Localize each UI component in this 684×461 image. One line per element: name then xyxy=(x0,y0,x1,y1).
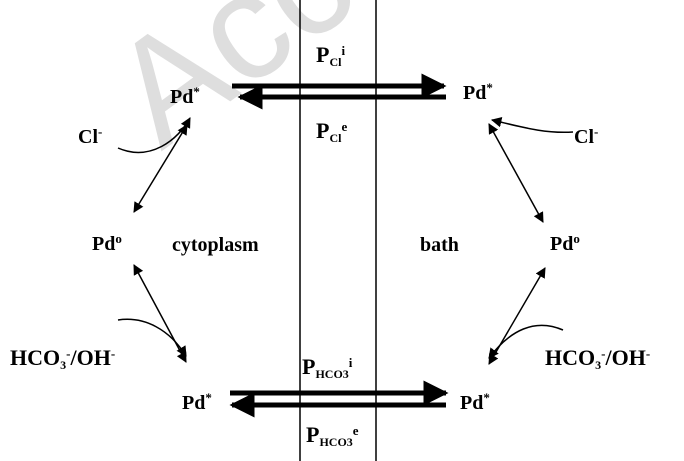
bath-label: bath xyxy=(420,234,459,256)
right-lower-double-arrow xyxy=(488,267,546,365)
pd-star-top-left: Pd* xyxy=(170,83,200,108)
pd-o-left: Pdo xyxy=(92,230,122,255)
left-hco3-curve-arrow xyxy=(117,318,187,357)
right-upper-double-arrow xyxy=(488,123,544,223)
cytoplasm-label: cytoplasm xyxy=(172,234,259,256)
pd-star-bottom-right: Pd* xyxy=(460,389,490,414)
right-cl-curve-arrow xyxy=(490,117,574,134)
pd-star-top-right: Pd* xyxy=(463,79,493,104)
p-cl-influx-label: PCli xyxy=(316,42,346,70)
p-hco3-influx-label: PHCO3i xyxy=(302,354,353,382)
left-upper-double-arrow xyxy=(133,124,188,213)
pd-star-bottom-left: Pd* xyxy=(182,389,212,414)
cl-ion-right: Cl- xyxy=(574,123,599,148)
p-cl-efflux-label: PCle xyxy=(316,118,348,146)
hco3-oh-right: HCO3-/OH- xyxy=(545,345,651,373)
pd-o-right: Pdo xyxy=(550,230,580,255)
cl-ion-left: Cl- xyxy=(78,123,103,148)
p-hco3-efflux-label: PHCO3e xyxy=(306,422,359,450)
hco3-oh-left: HCO3-/OH- xyxy=(10,345,116,373)
right-hco3-curve-arrow xyxy=(488,324,564,359)
left-lower-double-arrow xyxy=(133,264,187,363)
left-cl-curve-arrow xyxy=(117,117,191,154)
